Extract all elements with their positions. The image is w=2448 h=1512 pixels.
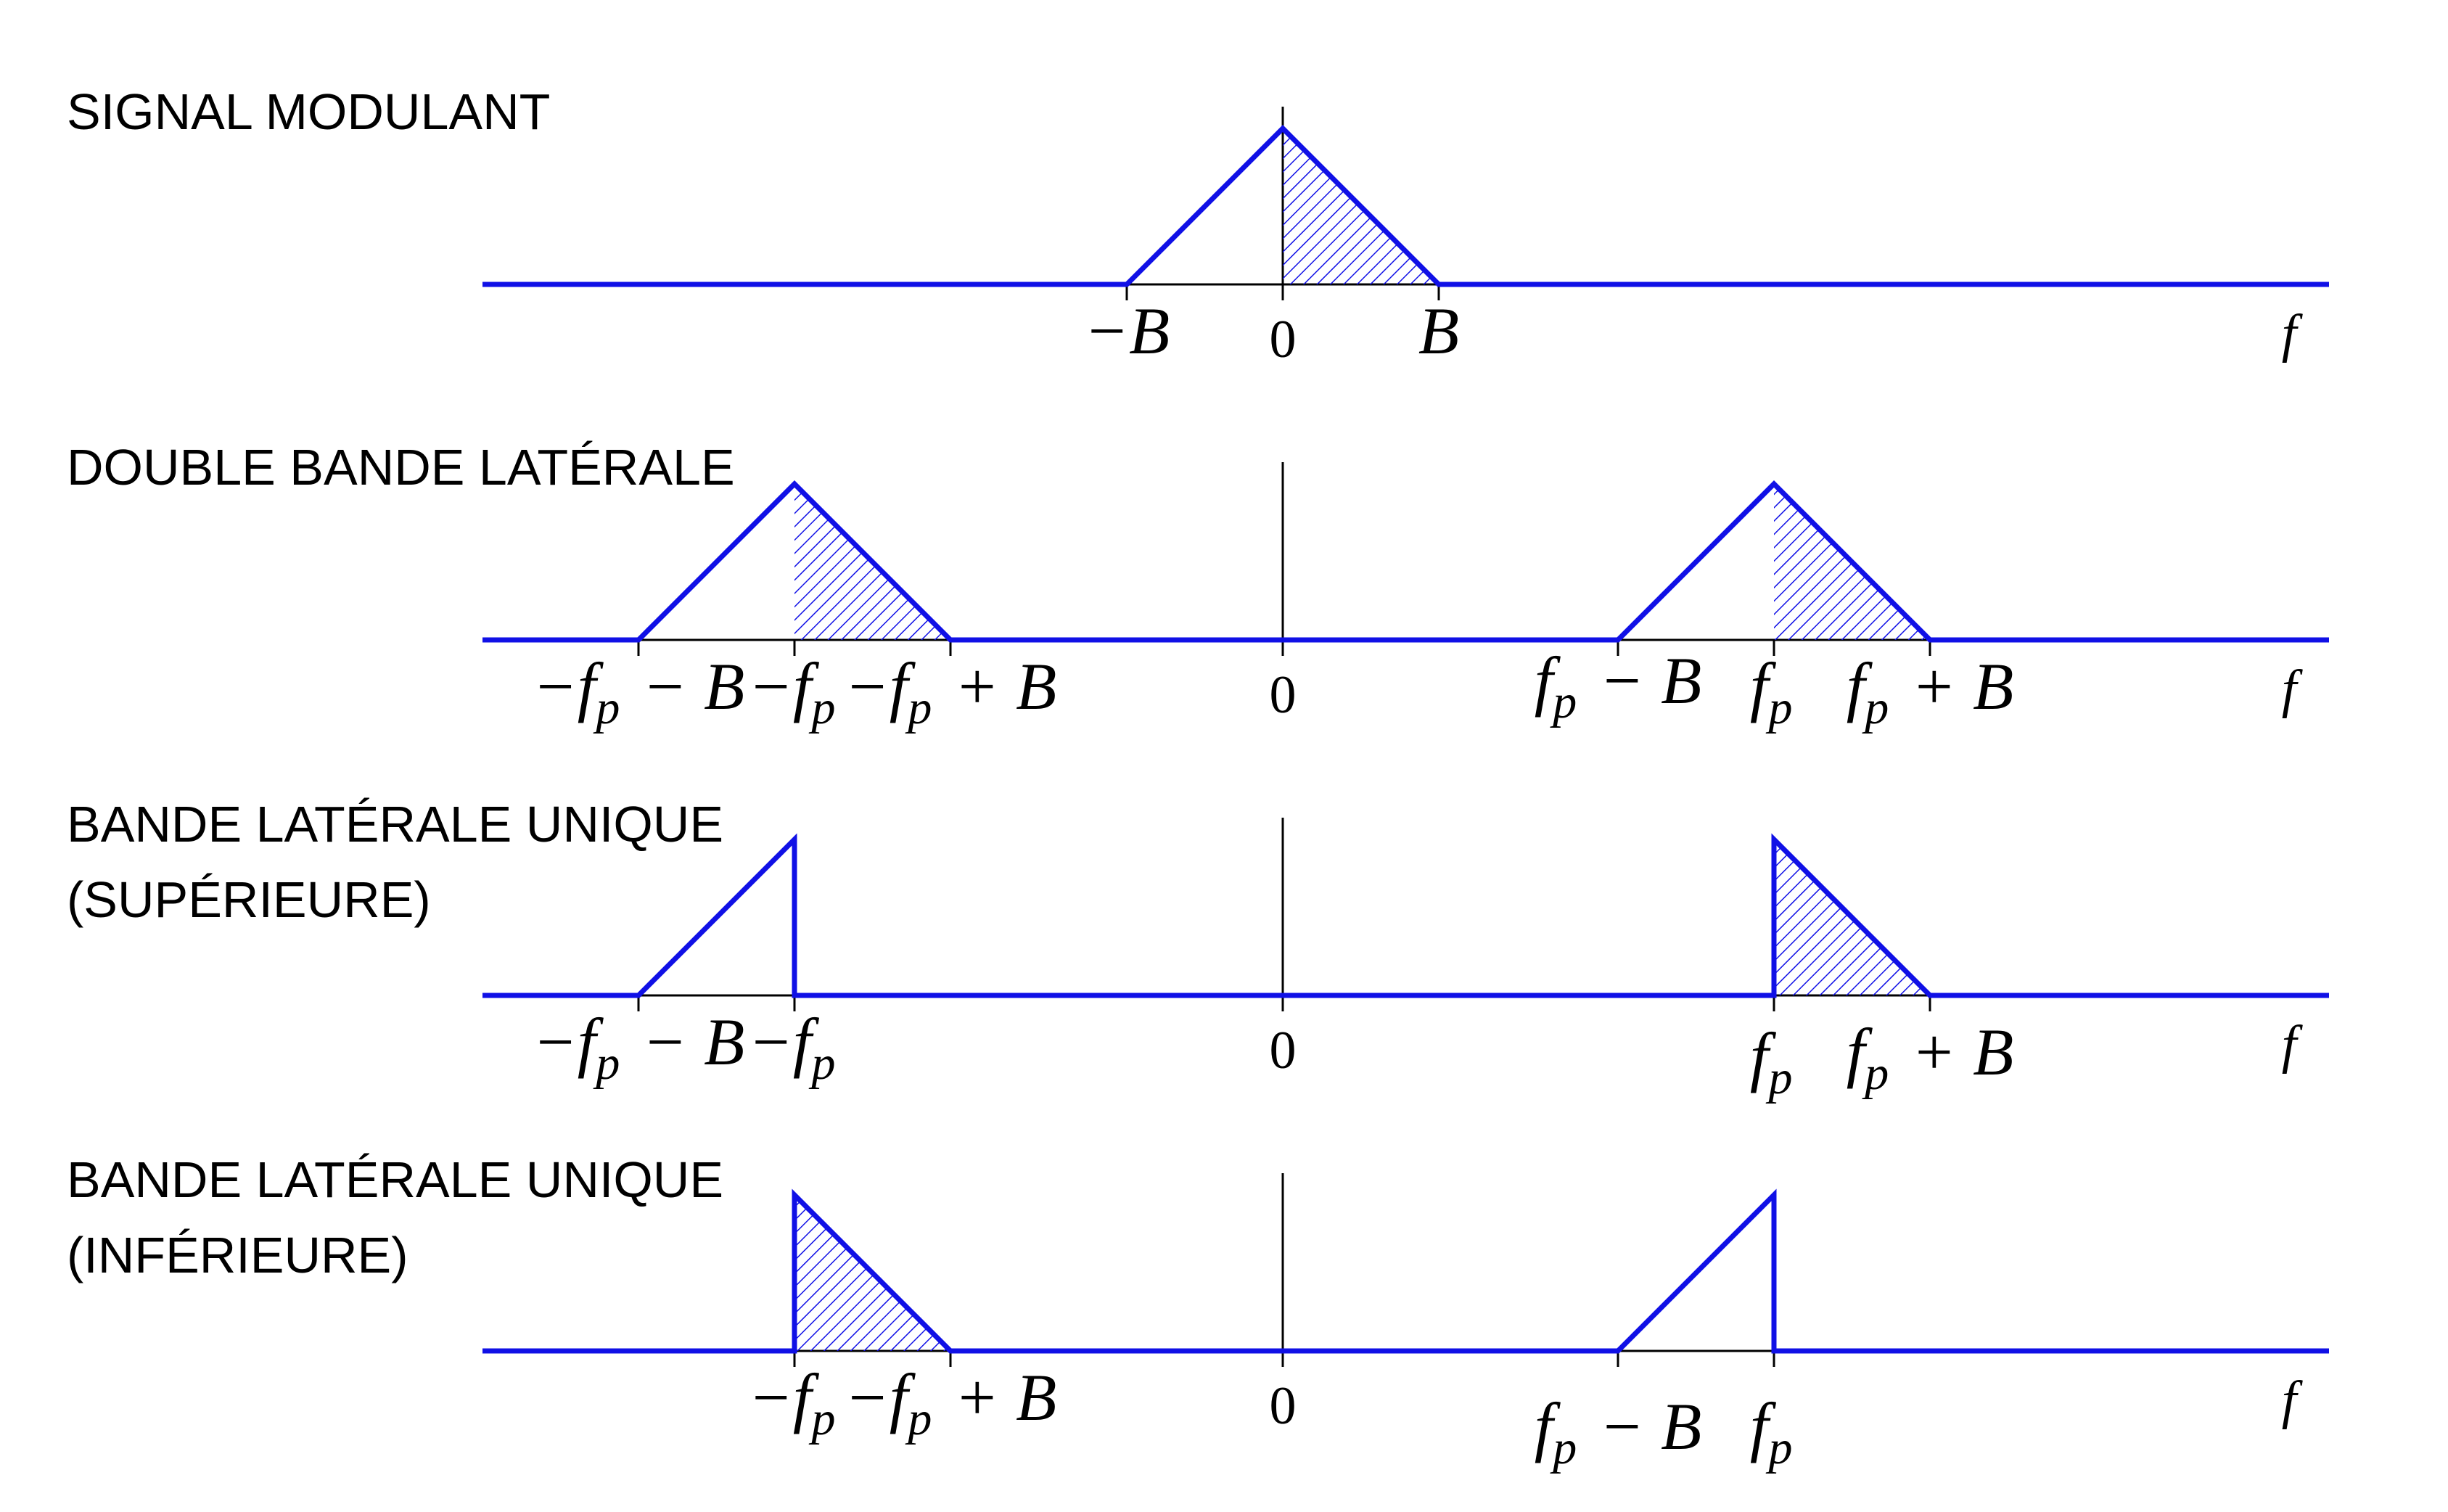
frequency-label: −fp + B (845, 1360, 1057, 1445)
frequency-label: fp (1750, 1019, 1798, 1104)
frequency-label: fp + B (1847, 649, 2014, 734)
row-double-bande-laterale: DOUBLE BANDE LATÉRALE −fp − B−fp −fp + B 0… (67, 439, 2329, 734)
row-title-line: SIGNAL MODULANT (67, 83, 550, 140)
row-bande-laterale-unique-inferieure: BANDE LATÉRALE UNIQUE (INFÉRIEURE) −fp −fp… (67, 1151, 2329, 1474)
origin-label: 0 (1270, 1376, 1297, 1436)
frequency-label: −fp (748, 1360, 841, 1445)
spectrum-curve (482, 480, 2329, 643)
frequency-axis-label: f (2282, 304, 2304, 363)
frequency-label: B (1418, 294, 1459, 368)
frequency-label: −B (1084, 294, 1170, 368)
row-title-line: BANDE LATÉRALE UNIQUE (67, 1151, 723, 1208)
frequency-label: fp (1750, 649, 1798, 734)
frequency-axis-label: f (2282, 660, 2304, 719)
frequency-label: −fp (748, 649, 841, 734)
frequency-label: fp − B (1535, 1389, 1702, 1474)
spectrum-curve (482, 833, 2329, 998)
row-title-line: BANDE LATÉRALE UNIQUE (67, 796, 723, 852)
frequency-label: −fp + B (845, 649, 1057, 734)
frequency-label: −fp (748, 1005, 841, 1090)
frequency-label: −fp − B (533, 649, 745, 734)
row-bande-laterale-unique-superieure: BANDE LATÉRALE UNIQUE (SUPÉRIEURE) −fp − B… (67, 796, 2329, 1104)
frequency-axis-label: f (2282, 1015, 2304, 1075)
origin-label: 0 (1270, 1021, 1297, 1080)
origin-label: 0 (1270, 310, 1297, 369)
row-title-line: (SUPÉRIEURE) (67, 871, 431, 928)
row-title-line: (INFÉRIEURE) (67, 1227, 408, 1283)
frequency-label: −fp − B (533, 1005, 745, 1090)
origin-label: 0 (1270, 665, 1297, 725)
frequency-label: fp − B (1535, 644, 1702, 728)
spectrum-curve (482, 1188, 2329, 1354)
frequency-label: fp (1750, 1389, 1798, 1474)
spectrum-curve (482, 125, 2329, 287)
row-title-line: DOUBLE BANDE LATÉRALE (67, 439, 735, 496)
frequency-label: fp + B (1847, 1015, 2014, 1100)
frequency-axis-label: f (2282, 1371, 2304, 1430)
